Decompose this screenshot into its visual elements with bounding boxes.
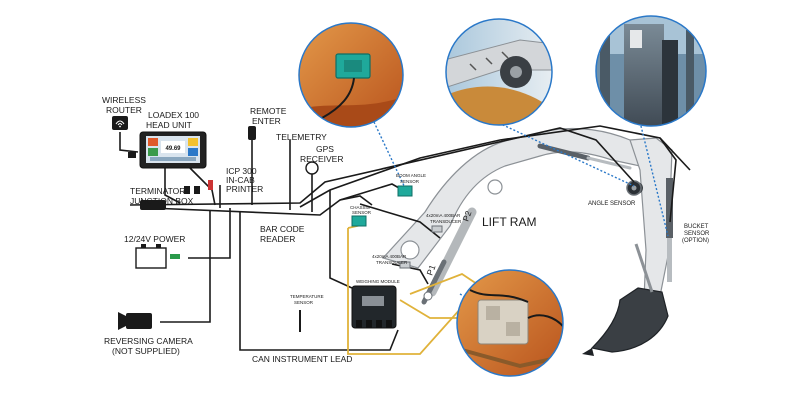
label-wireless-router: ROUTER: [106, 105, 142, 115]
transducer-device: [399, 261, 411, 269]
boom-angle-sensor-device: [397, 185, 413, 197]
label-temperature-sensor: SENSOR: [294, 300, 314, 305]
head-unit-reading: 49.69: [165, 146, 181, 152]
label-printer: ICP 300: [226, 166, 257, 176]
battery-icon: [135, 244, 180, 269]
connector: [194, 186, 200, 194]
label-boom-angle-sensor: SENSOR: [400, 179, 420, 184]
label-reversing-camera: REVERSING CAMERA: [104, 336, 193, 346]
label-temperature-sensor: TEMPERATURE: [290, 294, 324, 299]
label-transducer: TRANSDUCER: [430, 219, 462, 224]
label-gps-receiver: GPS: [316, 144, 334, 154]
label-angle-sensor: ANGLE SENSOR: [588, 201, 636, 207]
label-transducer: 4x20mA 400BAR: [372, 254, 407, 259]
head-unit-screen-icon: 49.69: [139, 131, 207, 169]
bucket-cylinder: [666, 178, 673, 238]
photo-callout-boom-sensor: [298, 22, 404, 128]
label-p1: P1: [424, 263, 437, 276]
label-printer: IN-CAB: [226, 175, 255, 185]
connector: [208, 180, 213, 190]
stick-ram: [537, 143, 591, 161]
boom-hole: [487, 179, 503, 195]
label-transducer: TRANSDUCER: [376, 260, 408, 265]
camera-icon: [118, 312, 152, 330]
transducer-device: [431, 225, 443, 233]
label-bucket-sensor: (OPTION): [682, 238, 709, 244]
chassis-sensor-device: [351, 215, 367, 227]
wifi-router-icon: [112, 116, 128, 130]
photo-callout-bucket-cylinder: [595, 15, 707, 127]
label-junction-box: JUNCTION BOX: [130, 196, 194, 206]
label-junction-box: TERMINATOR: [130, 186, 185, 196]
excavator-arm: [381, 127, 673, 356]
photo-callout-transducers: [456, 269, 564, 377]
label-reversing-camera: (NOT SUPPLIED): [112, 346, 180, 356]
connector: [184, 186, 190, 194]
label-p2: P2: [460, 209, 473, 222]
label-gps-receiver: RECEIVER: [300, 154, 343, 164]
lift-ram: [421, 207, 477, 305]
photo-callout-stick-pivot: [445, 18, 553, 126]
label-printer: PRINTER: [226, 184, 263, 194]
label-power: 12/24V POWER: [124, 234, 185, 244]
gps-dome-icon: [305, 161, 319, 175]
label-head-unit: LOADEX 100: [148, 110, 199, 120]
label-bucket-sensor: BUCKET: [684, 224, 709, 230]
label-head-unit: HEAD UNIT: [146, 120, 192, 130]
boom-pivot: [400, 240, 420, 260]
label-bar-code-reader: READER: [260, 234, 295, 244]
junction-box: [140, 200, 166, 210]
weighing-module-device: [351, 285, 397, 329]
connector: [128, 152, 136, 158]
remote-button-icon: [248, 126, 256, 140]
label-chassis-sensor: CHASSIS: [350, 205, 370, 210]
label-bucket-sensor: SENSOR: [684, 231, 710, 237]
label-remote-enter: ENTER: [252, 116, 281, 126]
label-weighing-module: WEIGHING MODULE: [356, 279, 400, 284]
label-transducer: 4x20mA 400BAR: [426, 213, 461, 218]
label-lift-ram: LIFT RAM: [482, 215, 536, 229]
cable-harness: [119, 125, 691, 351]
label-bar-code-reader: BAR CODE: [260, 224, 305, 234]
label-can-lead: CAN INSTRUMENT LEAD: [252, 354, 352, 364]
label-telemetry: TELEMETRY: [276, 132, 327, 142]
label-boom-angle-sensor: BOOM ANGLE: [396, 173, 426, 178]
label-chassis-sensor: SENSOR: [352, 210, 372, 215]
boom: [381, 127, 647, 269]
label-wireless-router: WIRELESS: [102, 95, 146, 105]
bucket: [590, 287, 669, 353]
label-remote-enter: REMOTE: [250, 106, 287, 116]
